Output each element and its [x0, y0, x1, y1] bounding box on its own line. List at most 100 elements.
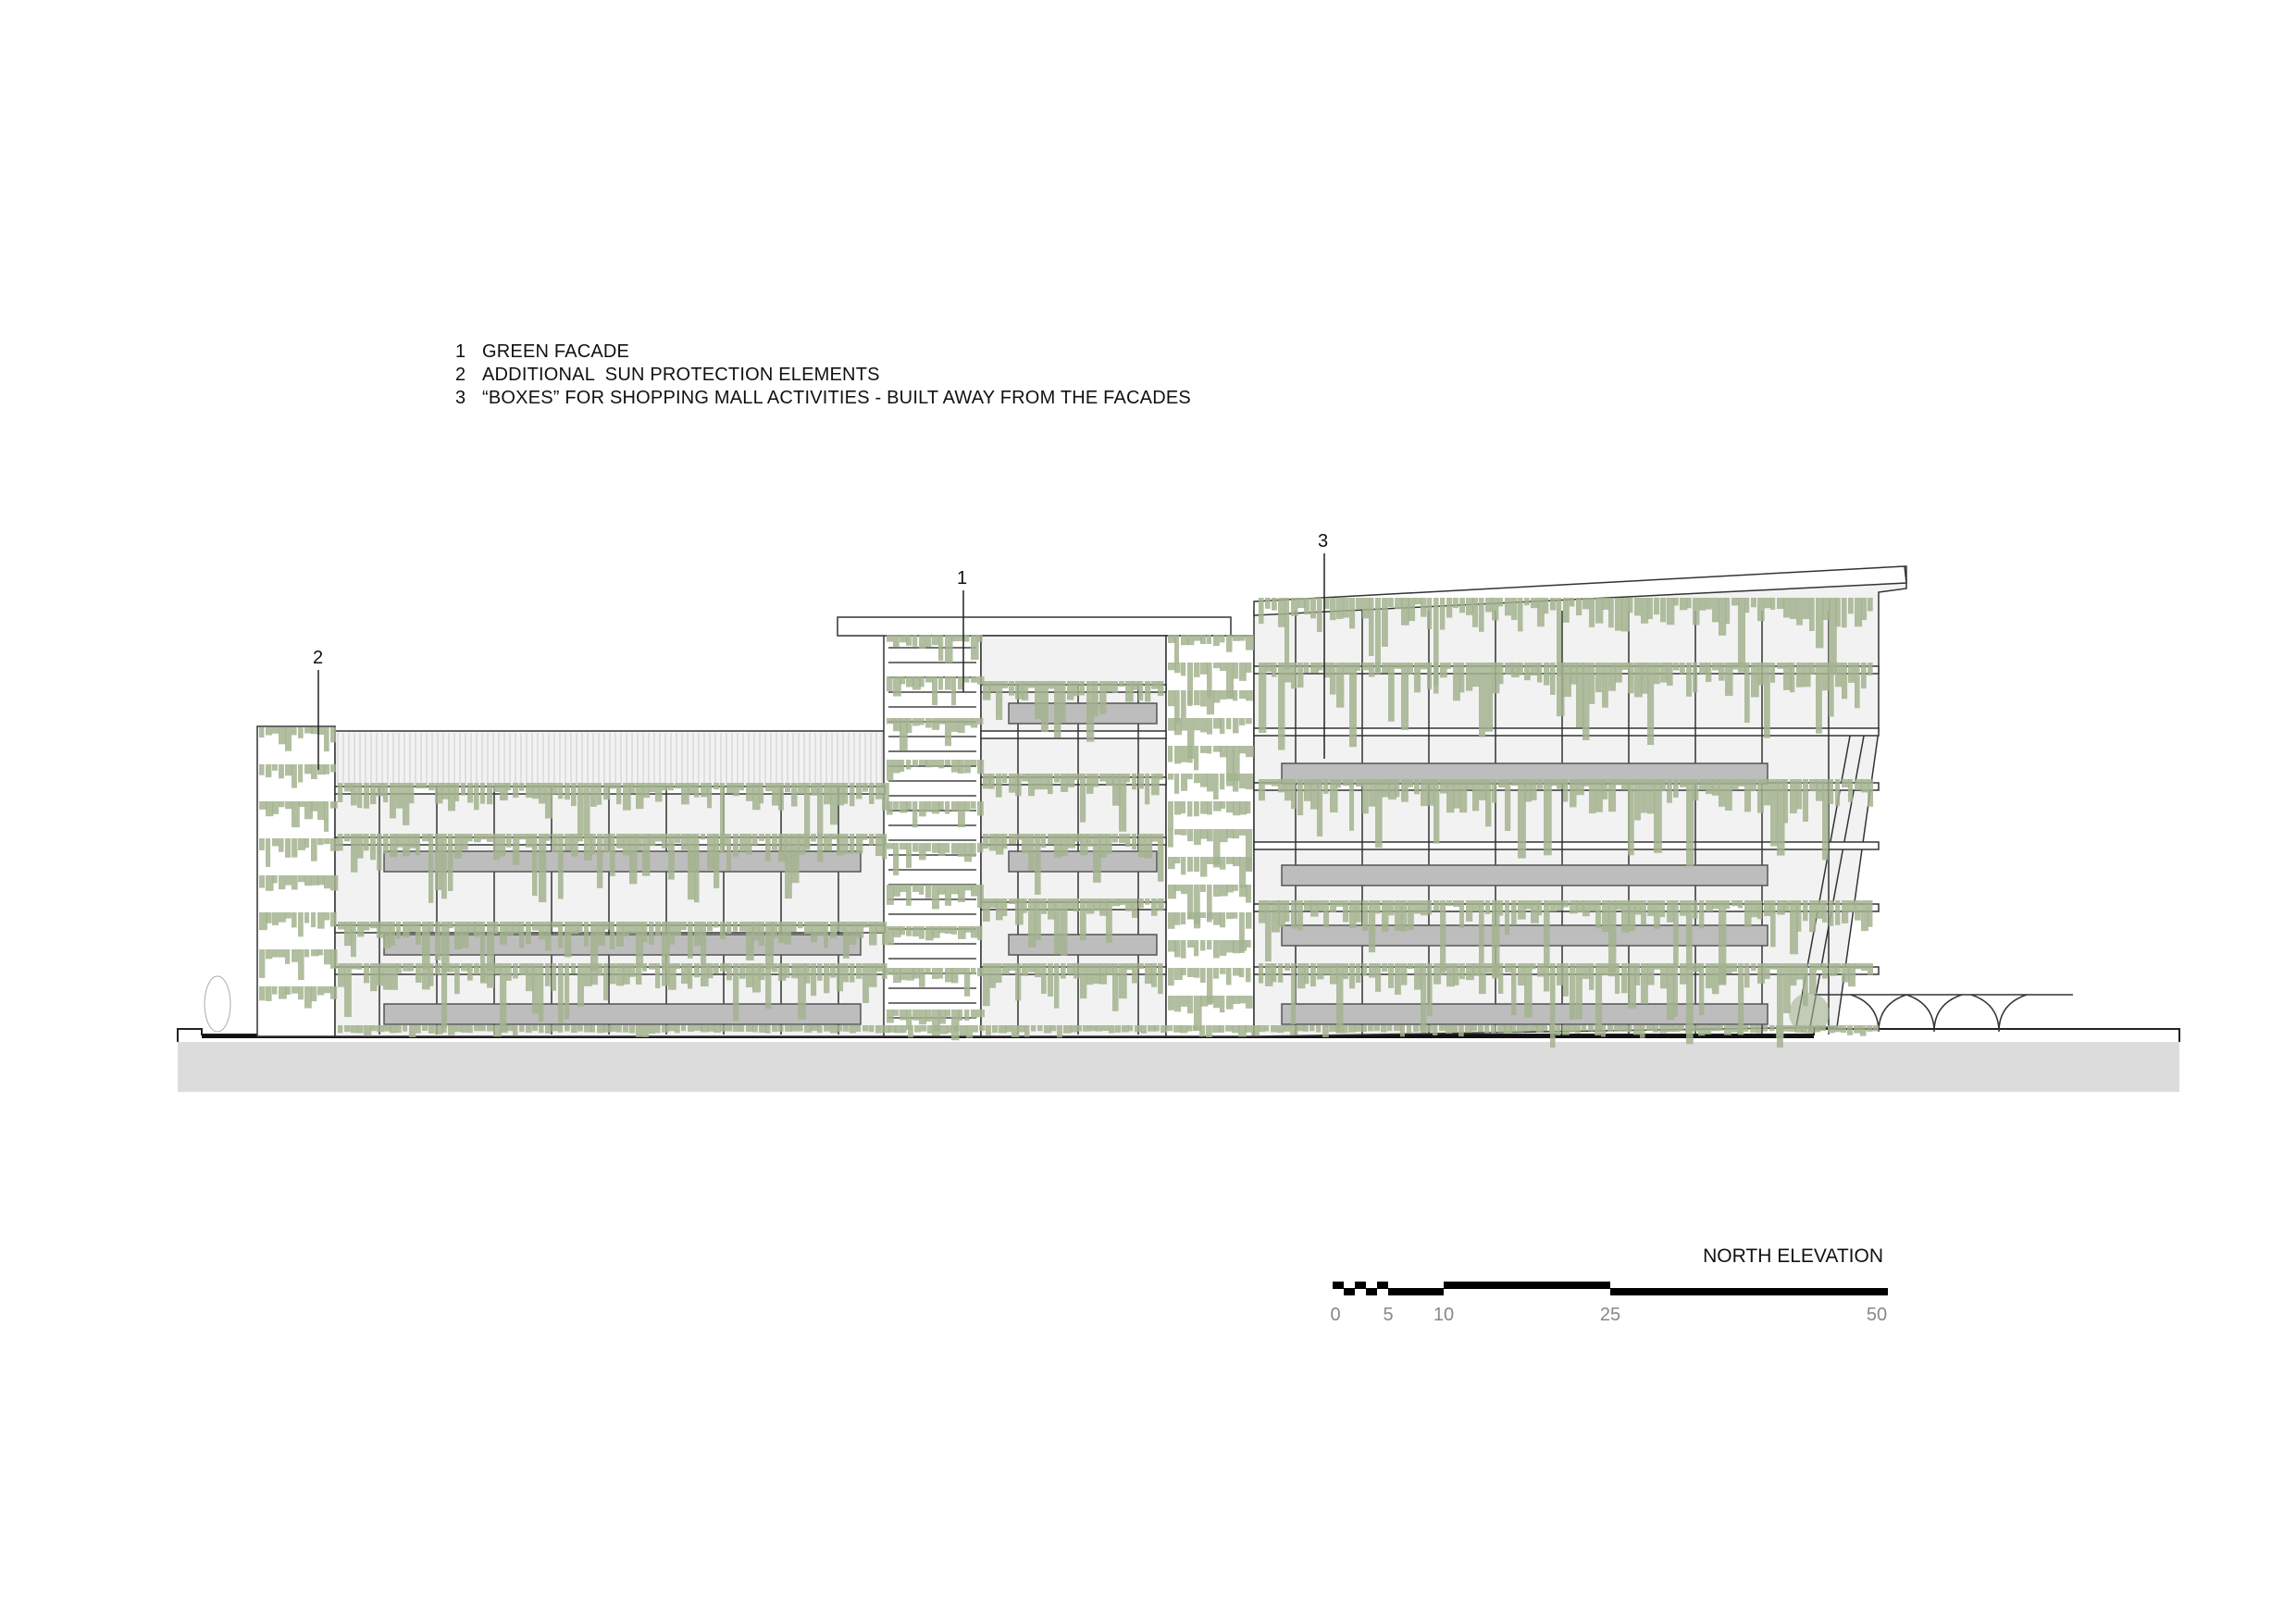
vine — [571, 963, 577, 974]
vine — [526, 1025, 532, 1034]
vine — [1769, 1025, 1775, 1032]
vine — [837, 922, 845, 932]
vine — [1868, 779, 1874, 807]
vine — [1776, 1025, 1784, 1038]
vine — [1647, 779, 1656, 814]
vine — [791, 963, 799, 979]
vine — [662, 834, 668, 849]
vine — [1492, 598, 1499, 621]
vine — [311, 986, 317, 1002]
vine — [1119, 898, 1125, 905]
vine — [1783, 900, 1790, 912]
vine — [1194, 635, 1202, 641]
vine — [1174, 968, 1183, 981]
vine — [292, 764, 297, 788]
vine — [1207, 968, 1213, 1005]
vine — [409, 834, 416, 849]
vine — [837, 1025, 843, 1032]
vine — [1213, 635, 1220, 647]
legend-text: GREEN FACADE — [482, 341, 630, 362]
vine — [1770, 663, 1776, 683]
vine — [850, 963, 855, 983]
vine — [856, 834, 863, 854]
vine — [1394, 1025, 1402, 1032]
vine — [817, 963, 823, 981]
vine — [1466, 963, 1474, 981]
vine — [1537, 598, 1545, 627]
vine — [817, 783, 824, 838]
vine — [1207, 940, 1212, 950]
vine — [1041, 834, 1047, 848]
vine — [804, 1025, 813, 1033]
vine — [1138, 963, 1145, 970]
green-facade-vegetation — [204, 598, 1880, 1048]
vine — [1472, 598, 1479, 627]
vine — [1200, 829, 1209, 839]
vine — [938, 801, 944, 811]
vine — [1067, 834, 1075, 849]
vine — [364, 1025, 372, 1036]
vine — [480, 963, 488, 984]
vine — [1803, 779, 1808, 822]
vine — [1151, 774, 1160, 796]
vine — [383, 1025, 391, 1032]
vine — [1317, 900, 1324, 911]
vine — [565, 922, 572, 958]
vine — [642, 1025, 650, 1037]
vine — [925, 676, 934, 683]
vine — [1511, 598, 1518, 620]
vine — [1119, 963, 1127, 999]
vine — [377, 783, 385, 797]
vine — [526, 834, 533, 848]
vine — [513, 834, 520, 865]
vine — [1660, 663, 1669, 683]
vine — [1472, 963, 1481, 976]
vine — [900, 801, 908, 813]
vine — [565, 1025, 570, 1032]
vine — [324, 912, 330, 921]
vine — [416, 834, 421, 856]
vine — [850, 1025, 857, 1034]
vine — [701, 1025, 709, 1033]
vine — [869, 963, 877, 987]
vine — [906, 801, 912, 811]
vine — [1061, 681, 1066, 723]
vine — [506, 834, 512, 848]
vine — [266, 986, 272, 1001]
vine — [1744, 779, 1751, 812]
vine — [1125, 898, 1134, 911]
vine — [1433, 1025, 1438, 1036]
vine — [390, 783, 396, 819]
vine — [1563, 779, 1569, 802]
vine — [1446, 663, 1452, 669]
vine — [906, 718, 912, 734]
vine — [364, 963, 370, 984]
vine — [1174, 996, 1182, 1012]
vine — [1093, 898, 1101, 911]
vine — [1181, 801, 1186, 814]
vine — [1861, 663, 1867, 689]
vine — [893, 843, 900, 876]
vine — [1187, 774, 1193, 780]
vine — [919, 1010, 927, 1025]
vine — [304, 949, 310, 958]
vine — [1200, 940, 1206, 951]
vine — [1790, 900, 1798, 955]
vine — [532, 1025, 539, 1032]
vine — [1408, 598, 1416, 622]
vine — [441, 1025, 447, 1034]
vine — [1187, 940, 1195, 948]
vine — [409, 1025, 416, 1037]
vine — [351, 963, 358, 970]
vine — [1181, 968, 1186, 976]
vine — [1699, 598, 1706, 611]
vine — [422, 783, 428, 789]
vine — [887, 968, 895, 975]
scale-tick: 50 — [1866, 1305, 1888, 1325]
vine — [1233, 912, 1238, 919]
vine — [1048, 898, 1056, 920]
vine — [1226, 663, 1235, 700]
vine — [1673, 598, 1679, 606]
vine — [493, 922, 499, 935]
